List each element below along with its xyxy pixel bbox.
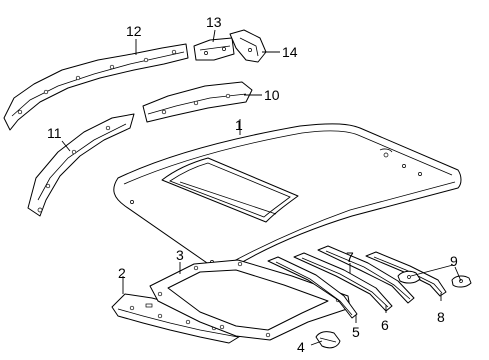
roof-side-rail [3, 43, 189, 131]
leader-4 [310, 340, 323, 346]
callout-12: 12 [126, 23, 142, 39]
callout-7: 7 [346, 249, 354, 265]
callout-11: 11 [47, 125, 62, 141]
leader-11 [61, 140, 71, 152]
roof-bow-7 [317, 245, 415, 304]
roof-pad-front [397, 270, 421, 284]
rail-reinforcement [229, 29, 267, 63]
leader-lines [61, 29, 462, 346]
callout-labels: 1 2 3 4 5 6 7 8 9 10 11 12 13 14 [47, 14, 458, 355]
leader-9a [410, 264, 454, 277]
callout-9: 9 [450, 253, 458, 269]
roof-panel [113, 123, 462, 271]
front-header-panel [142, 81, 253, 123]
roof-bow-5 [267, 256, 358, 319]
callout-3: 3 [176, 247, 184, 263]
leader-13 [212, 29, 216, 43]
windshield-pillar-panel [27, 113, 135, 217]
callout-6: 6 [381, 317, 389, 333]
callout-2: 2 [118, 265, 126, 281]
clip-bracket [315, 331, 341, 349]
leader-9b [454, 266, 462, 282]
callout-1: 1 [235, 117, 243, 133]
callout-5: 5 [352, 324, 360, 340]
roof-pad-rear [451, 275, 472, 288]
sunroof-reinforcement-frame [149, 259, 351, 341]
callout-4: 4 [297, 339, 305, 355]
callout-14: 14 [282, 44, 298, 60]
callout-8: 8 [437, 309, 445, 325]
callout-10: 10 [264, 87, 280, 103]
callout-13: 13 [206, 14, 222, 30]
rail-bracket [193, 37, 235, 61]
roof-bow-6 [293, 252, 393, 312]
